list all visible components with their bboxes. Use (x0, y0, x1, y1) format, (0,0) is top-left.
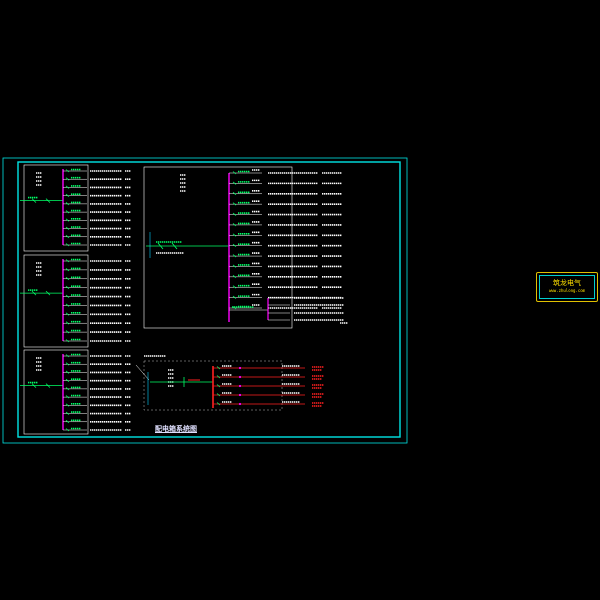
fire-circuit-breaker (216, 402, 221, 406)
main-breaker-symbol (31, 290, 37, 296)
fire-leader-line (135, 364, 150, 381)
fire-circuit-breaker (216, 375, 221, 379)
main-circuit-breaker (232, 275, 237, 279)
main-circuit-breaker (232, 254, 237, 258)
circuit-breaker-symbol (65, 387, 70, 391)
circuit-breaker-symbol (65, 177, 70, 181)
circuit-breaker-symbol (65, 169, 70, 173)
circuit-breaker-symbol (65, 411, 70, 415)
circuit-breaker-symbol (65, 339, 70, 343)
stamp-inner-border (539, 275, 595, 299)
circuit-breaker-symbol (65, 321, 70, 325)
circuit-breaker-symbol (65, 234, 70, 239)
main-circuit-breaker (232, 264, 237, 268)
main-panel (146, 169, 348, 324)
circuit-breaker-symbol (65, 370, 70, 374)
circuit-breaker-symbol (65, 185, 70, 189)
circuit-breaker-symbol (65, 362, 70, 366)
circuit-breaker-symbol (65, 243, 70, 247)
fire-circuit-breaker (216, 366, 221, 370)
main-circuit-breaker (232, 243, 237, 247)
circuit-breaker-symbol (65, 276, 70, 281)
left-panel-2-box (23, 254, 89, 348)
circuit-breaker-symbol (65, 378, 70, 382)
circuit-breaker-symbol (65, 285, 70, 289)
circuit-breaker-symbol (65, 428, 70, 432)
stamp-url: www.zhulong.com (548, 288, 586, 293)
fire-circuit-breaker (216, 393, 221, 397)
left-panel-1-box (23, 164, 89, 252)
fire-circuit-node (238, 393, 242, 397)
zhulong-stamp: 筑龙电气 www.zhulong.com (536, 272, 598, 302)
main-circuit-breaker (232, 285, 237, 289)
left-panel-3-box (23, 349, 89, 435)
stamp-title: 筑龙电气 (553, 279, 581, 287)
fire-panel-box (143, 360, 283, 411)
outer-frame (2, 157, 408, 444)
fire-panel (135, 355, 324, 408)
circuit-breaker-symbol (65, 202, 70, 206)
fire-circuit-node (238, 366, 242, 370)
main-circuit-breaker (232, 212, 237, 216)
isolator-symbol (45, 198, 51, 203)
main-circuit-breaker (232, 295, 237, 299)
main-isolator-symbol (171, 242, 178, 250)
fire-circuit-node (238, 402, 242, 406)
main-breaker-symbol (157, 242, 164, 250)
fire-circuit-node (238, 375, 242, 379)
main-circuit-breaker (232, 171, 237, 175)
main-circuit-breaker (232, 181, 237, 185)
circuit-breaker-symbol (65, 268, 70, 272)
isolator-symbol (45, 383, 51, 388)
circuit-breaker-symbol (65, 218, 70, 222)
circuit-breaker-symbol (65, 354, 70, 358)
main-circuit-breaker (232, 191, 237, 196)
drawing-title: 配电箱系统图 (155, 425, 197, 433)
main-circuit-breaker (232, 233, 237, 237)
circuit-breaker-symbol (65, 303, 70, 307)
circuit-breaker-symbol (65, 419, 70, 424)
main-circuit-breaker (232, 202, 237, 206)
fire-circuit-breaker (216, 384, 221, 388)
circuit-breaker-symbol (65, 395, 70, 399)
main-breaker-symbol (31, 198, 37, 203)
circuit-breaker-symbol (65, 210, 70, 214)
main-breaker-symbol (31, 383, 37, 388)
circuit-breaker-symbol (65, 259, 70, 263)
main-panel-box (143, 166, 293, 329)
main-circuit-breaker (232, 223, 237, 227)
circuit-breaker-symbol (65, 312, 70, 316)
circuit-breaker-symbol (65, 226, 70, 230)
circuit-breaker-symbol (65, 330, 70, 334)
circuit-breaker-symbol (65, 294, 70, 298)
fire-circuit-node (238, 384, 242, 388)
left-panels (20, 168, 131, 432)
circuit-breaker-symbol (65, 403, 70, 407)
circuit-breaker-symbol (65, 193, 70, 197)
isolator-symbol (45, 290, 51, 296)
